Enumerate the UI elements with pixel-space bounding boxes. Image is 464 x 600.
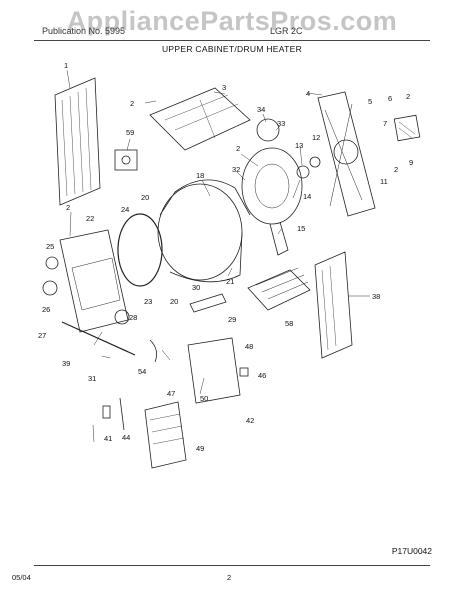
callout-20: 20: [141, 193, 149, 202]
callout-11: 11: [380, 177, 388, 186]
callout-25: 25: [46, 242, 54, 251]
callout-30: 30: [192, 283, 200, 292]
diagram-part-code: P17U0042: [391, 546, 432, 556]
part-hook: [119, 397, 125, 431]
footer-rule: [34, 565, 430, 566]
callout-2: 2: [130, 99, 134, 108]
callout-14: 14: [303, 192, 311, 201]
section-title: UPPER CABINET/DRUM HEATER: [161, 44, 303, 54]
callout-labels: 1 2 3 34 33 4 5 6 2 59 2 32 12 13 7 9 18…: [38, 61, 413, 453]
callout-54: 54: [138, 367, 146, 376]
part-switch: [45, 256, 59, 270]
part-bracket: [189, 293, 227, 313]
callout-2d: 2: [394, 165, 398, 174]
part-top-panel: [149, 87, 251, 151]
part-harness: [149, 339, 158, 363]
callout-34: 34: [257, 105, 265, 114]
callout-22: 22: [86, 214, 94, 223]
part-heater-element: [247, 269, 311, 311]
part-idler-pulley: [296, 165, 310, 179]
callout-48: 48: [245, 342, 253, 351]
callout-4: 4: [306, 89, 310, 98]
callout-7: 7: [383, 119, 387, 128]
callout-50: 50: [200, 394, 208, 403]
part-cover-plate: [187, 337, 241, 404]
callout-47: 47: [167, 389, 175, 398]
callout-41: 41: [104, 434, 112, 443]
callout-42: 42: [246, 416, 254, 425]
callout-58: 58: [285, 319, 293, 328]
callout-15: 15: [297, 224, 305, 233]
header-model: LGR 2C: [270, 26, 303, 36]
callout-6: 6: [388, 94, 392, 103]
callout-59: 59: [126, 128, 134, 137]
callout-32: 32: [232, 165, 240, 174]
part-side-panel: [314, 251, 353, 359]
callout-9: 9: [409, 158, 413, 167]
callout-46: 46: [258, 371, 266, 380]
callout-39: 39: [62, 359, 70, 368]
callout-26: 26: [42, 305, 50, 314]
footer-date: 05/04: [12, 573, 31, 582]
header-brand: Publication No. 5995: [42, 26, 126, 36]
site-watermark: AppliancePartsPros.com: [66, 6, 398, 36]
callout-27: 27: [38, 331, 46, 340]
part-lint-screen: [144, 401, 187, 469]
callout-20b: 20: [170, 297, 178, 306]
leader-lines: [66, 69, 370, 443]
callout-13: 13: [295, 141, 303, 150]
part-blower-housing: [241, 147, 303, 225]
callout-5: 5: [368, 97, 372, 106]
callout-38: 38: [372, 292, 380, 301]
callout-23: 23: [144, 297, 152, 306]
part-drum-ring: [117, 213, 163, 287]
part-rear-panel: [54, 77, 101, 206]
callout-2b: 2: [406, 92, 410, 101]
callout-29: 29: [228, 315, 236, 324]
callout-1: 1: [64, 61, 68, 70]
callout-12: 12: [312, 133, 320, 142]
part-front-rail: [61, 321, 136, 356]
callout-2e: 2: [66, 203, 70, 212]
callout-49: 49: [196, 444, 204, 453]
callout-21: 21: [226, 277, 234, 286]
part-small-switch: [102, 405, 111, 419]
part-rear-bulkhead: [317, 91, 376, 217]
part-thermostat: [114, 149, 138, 171]
callout-28: 28: [129, 313, 137, 322]
part-light: [42, 280, 58, 296]
callout-33: 33: [277, 119, 285, 128]
header-rule-top: [34, 40, 430, 41]
footer-page-number: 2: [227, 573, 232, 582]
callout-18: 18: [196, 171, 204, 180]
part-motor: [256, 118, 280, 142]
callout-31: 31: [88, 374, 96, 383]
callout-3: 3: [222, 83, 226, 92]
callout-2c: 2: [236, 144, 240, 153]
part-clip: [239, 367, 249, 377]
part-grille: [393, 114, 421, 142]
callout-24: 24: [121, 205, 129, 214]
callout-44: 44: [122, 433, 130, 442]
